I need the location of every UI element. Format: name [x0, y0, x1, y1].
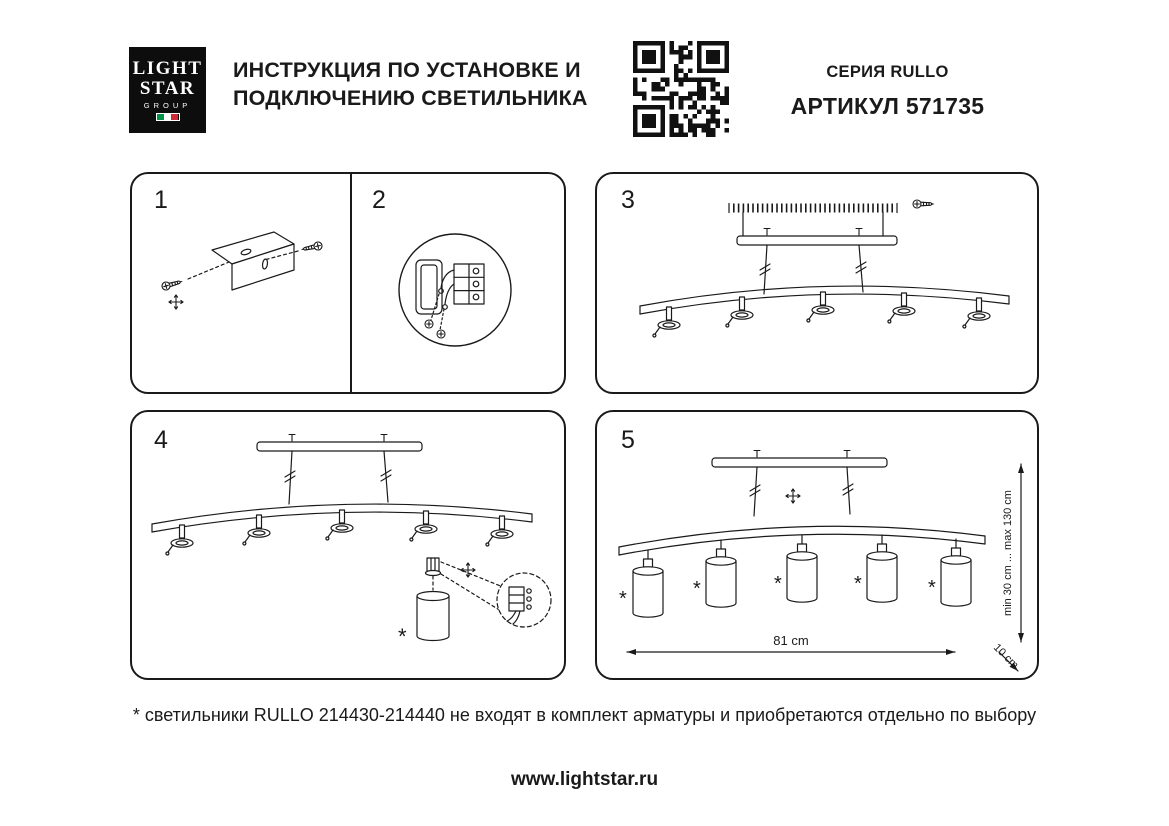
- qr-code: [630, 41, 732, 137]
- curved-track: [618, 525, 986, 548]
- lamp-shade: [940, 538, 972, 607]
- step-4-number: 4: [154, 426, 168, 454]
- series-label: СЕРИЯ RULLO: [826, 63, 949, 81]
- step-3-diagram: [639, 199, 1010, 338]
- lamp-holder: [325, 509, 354, 541]
- suspension-rod: [288, 450, 293, 505]
- step-2-number: 2: [372, 186, 386, 214]
- mounting-plate: [711, 457, 888, 468]
- lamp-shade: [866, 534, 898, 603]
- lamp-cylinder: [416, 595, 450, 642]
- lamp-holder: [409, 510, 438, 542]
- lamp-holder: [806, 291, 835, 323]
- mounting-plate: [736, 235, 898, 246]
- footnote-marker: *: [774, 573, 782, 595]
- logo-word-star: STAR: [139, 77, 196, 99]
- turn-direction-icon: [785, 488, 801, 504]
- lamp-shade: [786, 534, 818, 603]
- screw-icon: [912, 199, 936, 209]
- lamp-shade: [705, 539, 737, 608]
- footnote-marker: *: [928, 577, 936, 599]
- logo-word-light: LIGHT: [132, 57, 203, 79]
- lightstar-logo: LIGHT STAR GROUP: [129, 47, 206, 133]
- suspension-rod: [846, 466, 851, 515]
- driver-box: [415, 259, 443, 315]
- footnote-marker: *: [693, 578, 701, 600]
- screw-icon: [299, 240, 324, 255]
- step-1-number: 1: [154, 186, 168, 214]
- suspension-rod: [383, 450, 389, 503]
- italy-flag-icon: [155, 113, 180, 122]
- lamp-holder: [485, 515, 514, 547]
- width-dimension-label: 81 cm: [773, 633, 808, 648]
- offset-dimension-label: 10 cm: [991, 642, 1021, 672]
- series-block: СЕРИЯ RULLO АРТИКУЛ 571735: [770, 63, 1005, 120]
- footnote-marker: *: [854, 573, 862, 595]
- step-3-number: 3: [621, 186, 635, 214]
- terminal-screw-icon: [424, 319, 434, 329]
- step-3-panel: 3: [595, 172, 1039, 394]
- step-5-panel: * * * * * 81 cm min 30 cm ... max 130 cm…: [595, 410, 1039, 680]
- title-line-2: ПОДКЛЮЧЕНИЮ СВЕТИЛЬНИКА: [233, 86, 588, 111]
- step-4-diagram: *: [151, 433, 552, 649]
- turn-direction-icon: [168, 294, 184, 310]
- footnote-marker: *: [398, 624, 407, 649]
- lamp-holder: [242, 514, 271, 546]
- lamp-holder: [725, 296, 754, 328]
- step-4-panel: * 4: [130, 410, 566, 680]
- turn-direction-icon: [460, 562, 476, 578]
- screw-icon: [160, 276, 185, 292]
- panel-divider: [350, 174, 352, 392]
- page-title: ИНСТРУКЦИЯ ПО УСТАНОВКЕ И ПОДКЛЮЧЕНИЮ СВ…: [233, 56, 588, 113]
- step-5-diagram: * * * * * 81 cm min 30 cm ... max 130 cm…: [618, 449, 1024, 672]
- step-5-number: 5: [621, 426, 635, 454]
- lamp-connector: [426, 557, 440, 572]
- step-1-2-panel: 1 2: [130, 172, 566, 394]
- terminal-screw-icon: [436, 329, 446, 339]
- mounting-plate: [256, 441, 423, 452]
- lamp-shade: [632, 549, 664, 618]
- suspension-rod: [858, 244, 864, 293]
- step-2-diagram: [398, 233, 512, 347]
- suspension-rod: [753, 466, 758, 517]
- logo-word-group: GROUP: [143, 101, 192, 111]
- suspension-rod: [763, 244, 768, 295]
- lamp-holder: [962, 297, 991, 329]
- lamp-holder: [887, 292, 916, 324]
- footnote: * светильники RULLO 214430-214440 не вхо…: [132, 705, 1037, 725]
- article-number: АРТИКУЛ 571735: [790, 93, 985, 119]
- curved-track: [151, 503, 533, 525]
- website-url: www.lightstar.ru: [510, 769, 659, 790]
- title-line-1: ИНСТРУКЦИЯ ПО УСТАНОВКЕ И: [233, 58, 581, 82]
- curved-track: [639, 285, 1010, 307]
- step-1-diagram: [160, 231, 324, 310]
- height-dimension-label: min 30 cm ... max 130 cm: [1002, 490, 1014, 616]
- footnote-marker: *: [619, 588, 627, 610]
